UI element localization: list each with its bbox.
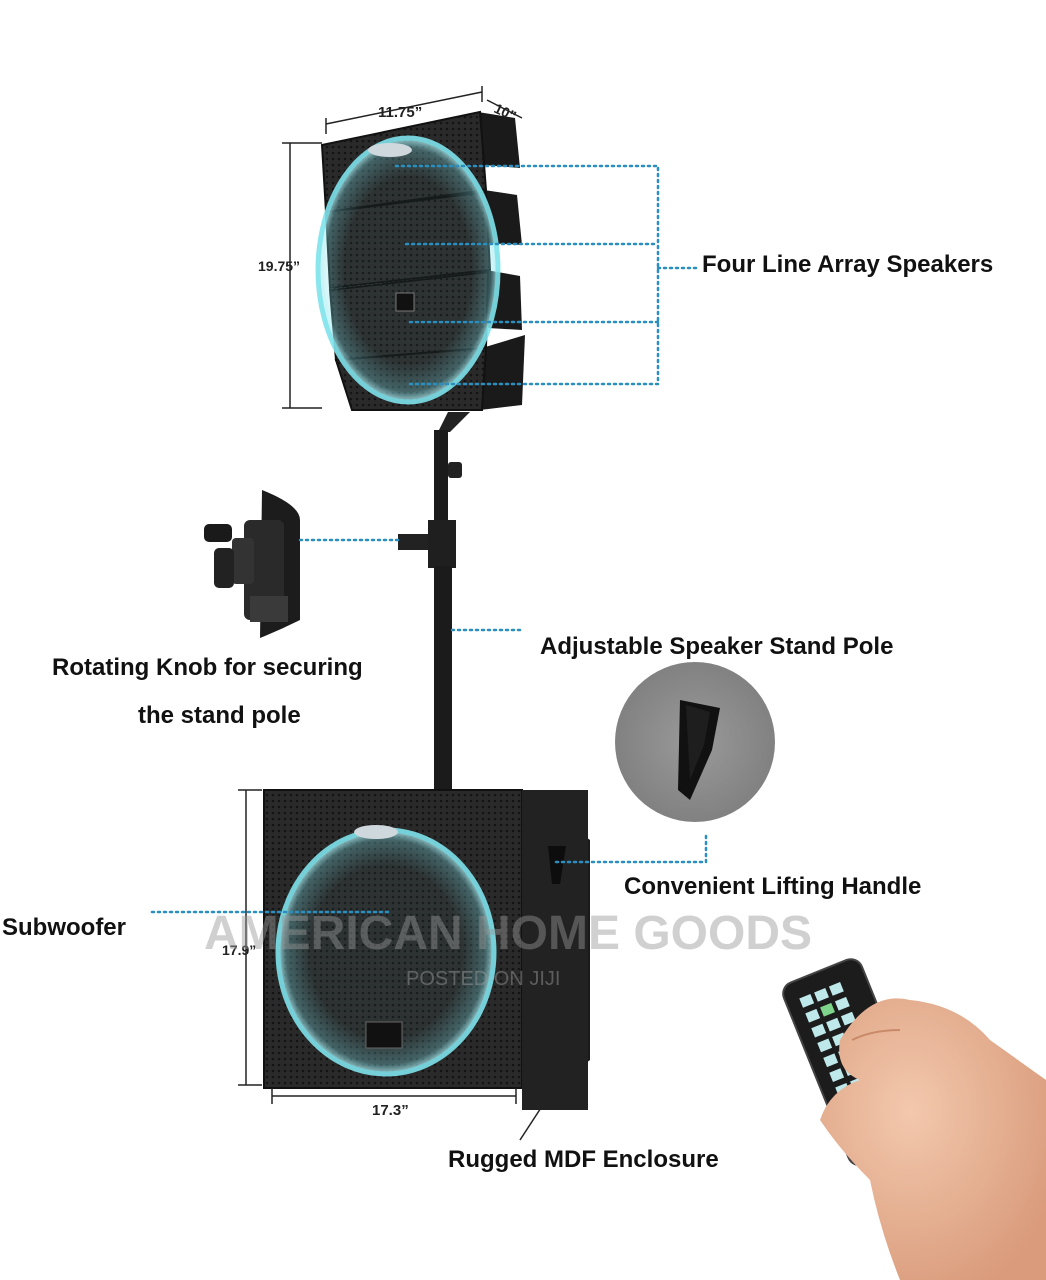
watermark-sub: POSTED ON JIJI bbox=[406, 968, 561, 990]
callout-lines bbox=[150, 164, 708, 914]
remote-in-hand bbox=[782, 958, 1046, 1280]
dim-array-height: 19.75” bbox=[258, 258, 301, 274]
watermark-main: AMERICAN HOME GOODS bbox=[204, 907, 813, 960]
dim-sub-width: 17.3” bbox=[372, 1102, 409, 1119]
label-stand-pole: Adjustable Speaker Stand Pole bbox=[540, 633, 894, 660]
label-four-line-array: Four Line Array Speakers bbox=[702, 251, 994, 278]
subwoofer-cabinet bbox=[238, 789, 590, 1141]
rotating-knob-detail bbox=[204, 490, 300, 638]
label-enclosure: Rugged MDF Enclosure bbox=[448, 1146, 719, 1173]
handle-closeup bbox=[615, 662, 775, 822]
dim-sub-height: 17.9” bbox=[222, 942, 257, 958]
label-lifting-handle: Convenient Lifting Handle bbox=[624, 873, 922, 900]
dim-array-width: 11.75” bbox=[378, 104, 423, 121]
label-rotating-knob-line1: Rotating Knob for securing bbox=[52, 654, 363, 681]
line-array-speaker bbox=[282, 86, 525, 411]
stand-pole bbox=[398, 412, 470, 791]
label-rotating-knob-line2: the stand pole bbox=[138, 702, 301, 729]
label-subwoofer: Subwoofer bbox=[2, 914, 126, 941]
